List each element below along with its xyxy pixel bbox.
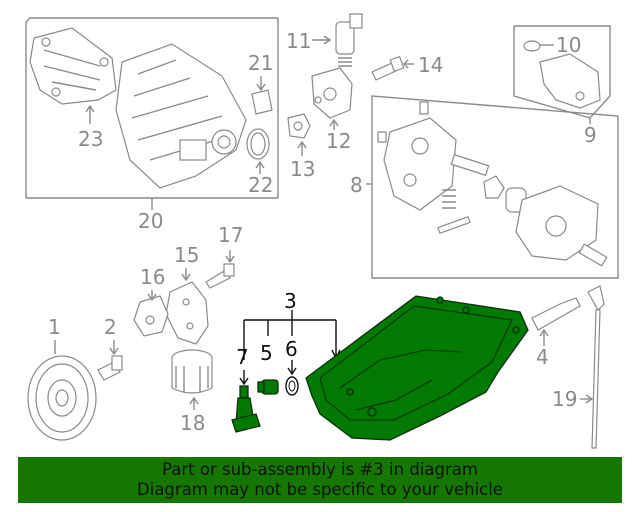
callout-22: 22 (248, 173, 273, 197)
callout-3-bracket (243, 310, 341, 360)
callout-9: 9 (584, 123, 597, 147)
drain-plug-gasket (285, 376, 299, 396)
bolt-14 (371, 55, 405, 81)
callout-20: 20 (138, 209, 163, 233)
throttle-o-ring (246, 128, 270, 160)
solenoid-gasket (287, 113, 311, 139)
bracket-15 (165, 281, 209, 345)
callout-4: 4 (536, 345, 549, 369)
callout-7: 7 (236, 345, 249, 369)
intake-manifold (115, 43, 247, 189)
callout-1: 1 (48, 315, 61, 339)
parts-diagram: 23 21 22 20 11 12 13 14 10 9 (25, 13, 619, 449)
info-banner: Part or sub-assembly is #3 in diagram Di… (18, 457, 622, 503)
oil-pump-group-box (371, 95, 619, 279)
callout-21: 21 (248, 51, 273, 75)
callout-10: 10 (556, 33, 581, 57)
oil-pump-body (377, 101, 457, 211)
intake-gasket-cover (29, 27, 117, 105)
dipstick (587, 285, 605, 449)
crankshaft-pulley (27, 355, 97, 441)
banner-line-1: Part or sub-assembly is #3 in diagram (162, 460, 478, 479)
intake-manifold-group-box (25, 17, 279, 199)
dipstick-tube (531, 297, 581, 331)
drain-plug (257, 379, 279, 395)
gasket-16 (133, 295, 169, 337)
oil-pan (305, 295, 529, 441)
callout-18: 18 (180, 411, 205, 435)
callout-16: 16 (140, 265, 165, 289)
callout-23: 23 (78, 127, 103, 151)
oil-pump-cover (515, 185, 608, 267)
callout-19: 19 (552, 387, 577, 411)
oil-pump-internals (437, 153, 527, 235)
box-9-frame (513, 25, 611, 119)
callout-6: 6 (285, 337, 298, 361)
callout-14: 14 (418, 53, 443, 77)
callout-2: 2 (104, 315, 117, 339)
oil-pan-sensor (231, 385, 261, 433)
intake-small-fitting (251, 89, 273, 115)
callout-3: 3 (284, 289, 297, 313)
callout-13: 13 (290, 157, 315, 181)
pulley-bolt (97, 355, 123, 381)
timing-cover-part (523, 40, 601, 109)
callout-12: 12 (326, 129, 351, 153)
callout-11: 11 (286, 29, 311, 53)
oil-filter (171, 349, 213, 394)
oil-control-valve (335, 13, 363, 67)
callout-8: 8 (350, 173, 363, 197)
bolt-17 (205, 263, 235, 289)
banner-line-2: Diagram may not be specific to your vehi… (137, 480, 503, 499)
vvt-solenoid (311, 67, 353, 119)
callout-15: 15 (174, 243, 199, 267)
callout-5: 5 (260, 341, 273, 365)
callout-17: 17 (218, 223, 243, 247)
